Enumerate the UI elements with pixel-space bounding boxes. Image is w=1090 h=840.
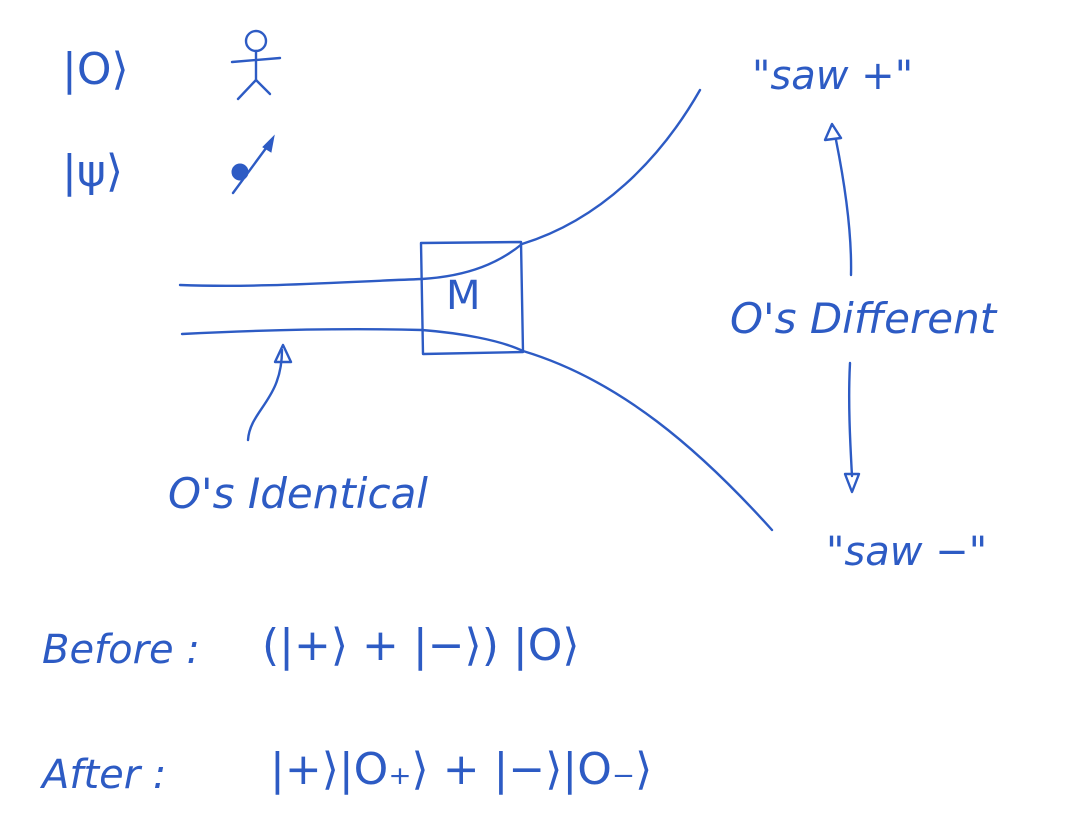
different-down-arrow — [843, 361, 861, 494]
after-label: After : — [42, 752, 167, 798]
observers-different-label: O's Different — [730, 294, 997, 343]
different-up-arrow — [823, 122, 853, 277]
after-expression: |+⟩|O₊⟩ + |−⟩|O₋⟩ — [270, 744, 653, 795]
observer-ket: |O⟩ — [62, 44, 129, 95]
observer-figure-icon — [230, 29, 282, 101]
measurement-box-label: M — [446, 273, 481, 319]
spin-particle-icon — [231, 134, 275, 195]
before-expression: (|+⟩ + |−⟩) |O⟩ — [262, 620, 580, 671]
before-label: Before : — [42, 627, 200, 673]
lower-outcome-label: "saw −" — [826, 529, 988, 575]
lower-branch-line — [420, 328, 774, 532]
observers-identical-label: O's Identical — [168, 469, 428, 518]
upper-branch-line — [420, 88, 702, 281]
upper-outcome-label: "saw +" — [752, 53, 914, 99]
identical-arrow — [246, 343, 293, 442]
incoming-upper-line — [178, 277, 424, 288]
system-ket: |ψ⟩ — [62, 146, 124, 197]
incoming-lower-line — [180, 328, 424, 336]
